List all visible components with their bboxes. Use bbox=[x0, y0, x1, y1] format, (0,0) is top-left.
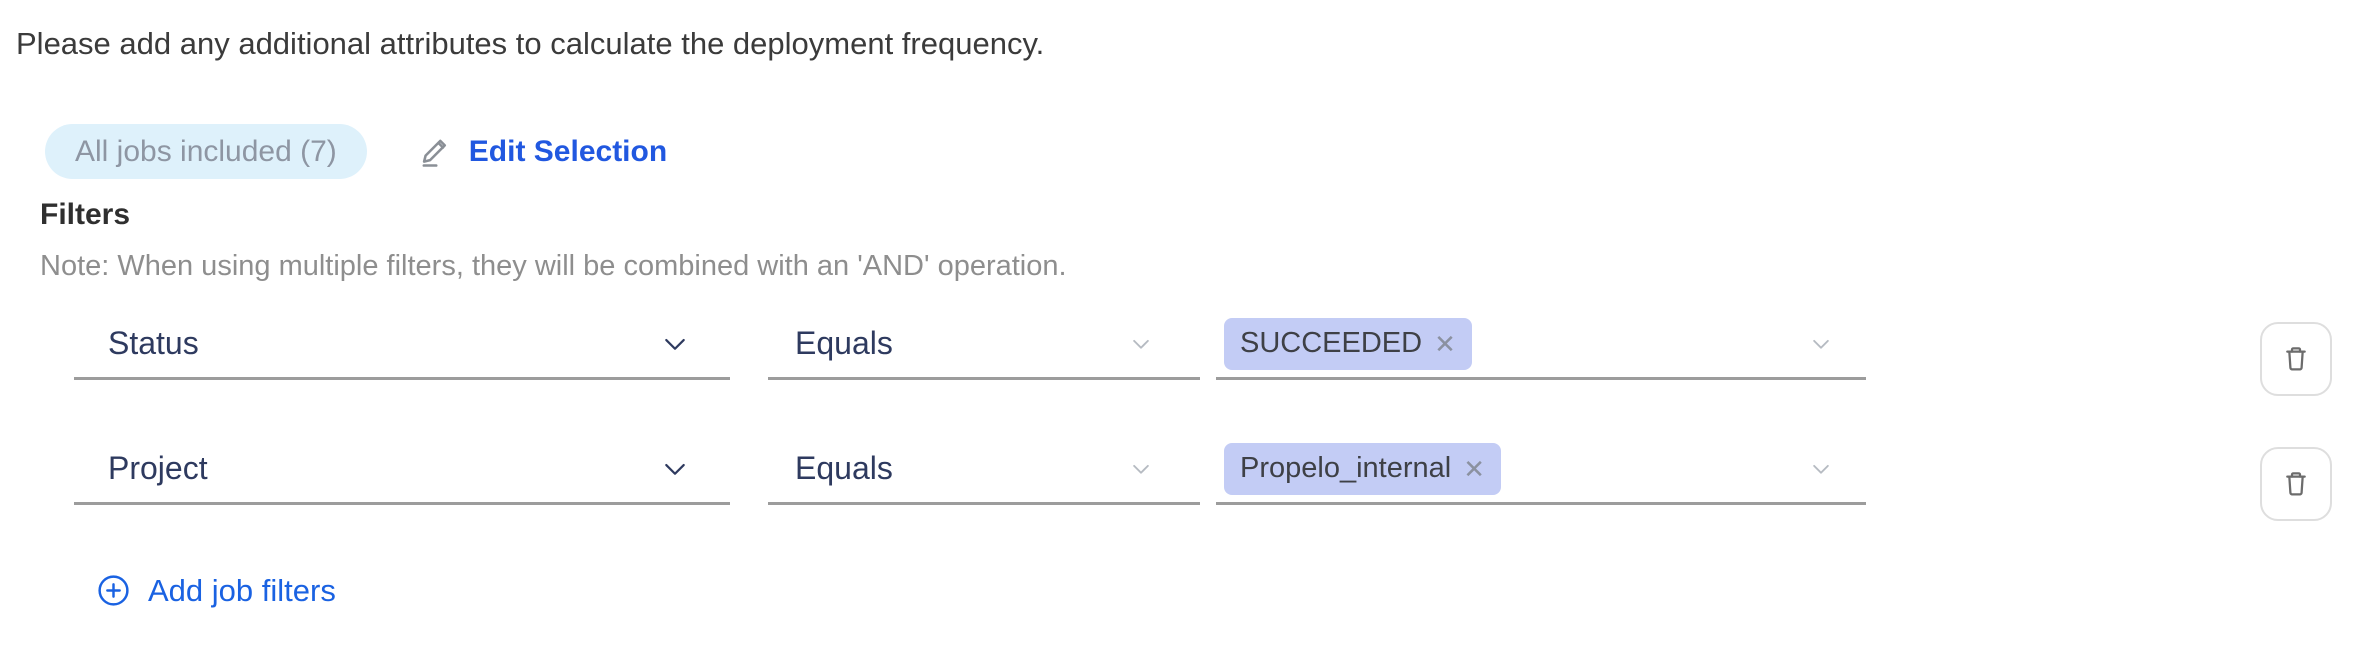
filter-row1-value-label: SUCCEEDED bbox=[1240, 327, 1423, 359]
chevron-down-icon bbox=[656, 325, 694, 363]
edit-selection-label: Edit Selection bbox=[468, 134, 668, 168]
filter-row1-attribute-value: Status bbox=[108, 325, 199, 361]
delete-filter-row1-button[interactable] bbox=[2260, 322, 2332, 396]
remove-value-icon[interactable]: ✕ bbox=[1463, 453, 1485, 484]
filter-row2-attribute-value: Project bbox=[108, 450, 208, 486]
filter-row2-attribute-select[interactable]: Project bbox=[74, 435, 730, 505]
edit-selection-link[interactable]: Edit Selection bbox=[419, 134, 667, 170]
trash-icon bbox=[2280, 468, 2312, 500]
jobs-summary-row: All jobs included (7) Edit Selection bbox=[45, 124, 667, 179]
add-job-filters-button[interactable]: Add job filters bbox=[95, 572, 336, 609]
instruction-text: Please add any additional attributes to … bbox=[16, 26, 1045, 61]
filter-row1-values-select[interactable]: SUCCEEDED ✕ bbox=[1216, 310, 1866, 380]
chevron-down-icon bbox=[1126, 454, 1156, 484]
remove-value-icon[interactable]: ✕ bbox=[1434, 328, 1456, 359]
filter-row1-attribute-select[interactable]: Status bbox=[74, 310, 730, 380]
filter-row2-value-label: Propelo_internal bbox=[1240, 452, 1452, 484]
add-job-filters-label: Add job filters bbox=[148, 572, 336, 608]
delete-filter-row2-button[interactable] bbox=[2260, 447, 2332, 521]
filter-row2-value-tag: Propelo_internal ✕ bbox=[1224, 442, 1501, 495]
plus-circle-icon bbox=[95, 572, 132, 609]
filter-row1-operator-select[interactable]: Equals bbox=[768, 310, 1200, 380]
trash-icon bbox=[2280, 343, 2312, 375]
filters-heading: Filters bbox=[40, 198, 131, 231]
filter-row1-operator-value: Equals bbox=[795, 325, 893, 361]
all-jobs-included-badge: All jobs included (7) bbox=[45, 124, 367, 179]
chevron-down-icon bbox=[1126, 329, 1156, 359]
filter-row2-operator-value: Equals bbox=[795, 450, 893, 486]
chevron-down-icon bbox=[1806, 329, 1836, 359]
filter-row1-value-tag: SUCCEEDED ✕ bbox=[1224, 317, 1472, 370]
edit-pencil-icon bbox=[419, 134, 455, 170]
filter-row2-operator-select[interactable]: Equals bbox=[768, 435, 1200, 505]
filter-row2-values-select[interactable]: Propelo_internal ✕ bbox=[1216, 435, 1866, 505]
filters-and-note: Note: When using multiple filters, they … bbox=[40, 250, 1067, 282]
chevron-down-icon bbox=[1806, 454, 1836, 484]
chevron-down-icon bbox=[656, 450, 694, 488]
